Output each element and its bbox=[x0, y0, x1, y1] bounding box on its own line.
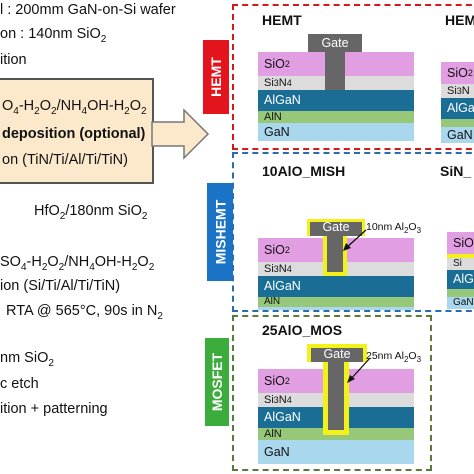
mishemt-right-aln-layer bbox=[447, 289, 474, 297]
hemt-aln-layer: AlN bbox=[258, 111, 414, 123]
mosfet-gate-electrode bbox=[307, 344, 367, 435]
step-wafer: l : 200mm GaN-on-Si wafer bbox=[0, 2, 176, 18]
gate-process-box: O4-H2O2/NH4OH-H2O2 deposition (optional)… bbox=[0, 78, 154, 184]
mosfet-gan-layer: GaN bbox=[258, 440, 414, 464]
mishemt-right-sinx-layer: Si bbox=[447, 258, 474, 270]
mishemt-right-al2o3-layer bbox=[447, 254, 474, 258]
mishemt-right-gan-layer: GaN bbox=[447, 297, 474, 309]
mishemt-gan-layer bbox=[258, 307, 414, 310]
mishemt-tag: MISHEMT bbox=[207, 183, 233, 281]
step-sio2: nm SiO2 bbox=[0, 350, 54, 369]
step-gate-metal: on (TiN/Ti/Al/Ti/TiN) bbox=[2, 152, 128, 168]
hemt-group-box bbox=[232, 4, 474, 150]
hemt-gan-layer: GaN bbox=[258, 123, 414, 141]
mishemt-gate-electrode bbox=[307, 219, 365, 276]
mosfet-annotation: 25nm Al2O3 bbox=[366, 350, 422, 365]
hemt-right-aln-layer bbox=[441, 119, 474, 127]
step-deposition-optional: deposition (optional) bbox=[2, 126, 146, 142]
hemt-gate-electrode bbox=[308, 34, 362, 90]
step-isolation: ition bbox=[0, 52, 27, 68]
mishemt-annotation-arrow-icon bbox=[343, 229, 367, 251]
mishemt-group-box bbox=[232, 152, 474, 312]
mishemt-right-algan-layer: AlGa bbox=[447, 270, 474, 289]
hemt-gate-label: Gate bbox=[321, 36, 349, 50]
step-ohmic-metal: ion (Si/Ti/Al/Ti/TiN) bbox=[0, 278, 121, 294]
step-etch: c etch bbox=[0, 376, 39, 392]
mishemt-aln-layer: AlN bbox=[258, 297, 414, 307]
hemt-title: HEMT bbox=[262, 12, 302, 28]
mosfet-tag: MOSFET bbox=[205, 338, 229, 426]
mosfet-title: 25AlO_MOS bbox=[262, 322, 343, 338]
flow-arrow-icon bbox=[151, 108, 210, 160]
step-rta: RTA @ 565°C, 90s in N2 bbox=[6, 303, 163, 322]
hemt-tag: HEMT bbox=[203, 40, 229, 114]
step-clean: O4-H2O2/NH4OH-H2O2 bbox=[2, 98, 147, 117]
hemt-right-algan-layer: AlGa bbox=[441, 98, 474, 119]
mosfet-gate-label: Gate bbox=[323, 347, 351, 361]
mosfet-annotation-arrow-icon bbox=[347, 357, 371, 383]
mishemt-title: 10AlO_MISH bbox=[262, 163, 346, 179]
step-clean-2: SO4-H2O2/NH4OH-H2O2 bbox=[0, 254, 155, 273]
mishemt-gate-label: Gate bbox=[322, 220, 350, 234]
mishemt-annotation: 10nm Al2O3 bbox=[366, 221, 422, 236]
hemt-algan-layer: AlGaN bbox=[258, 90, 414, 111]
mosfet-group-box bbox=[232, 315, 432, 471]
step-passivation: on : 140nm SiO2 bbox=[0, 26, 107, 45]
step-patterning: ition + patterning bbox=[0, 401, 108, 417]
mishemt-right-sio2-layer: SiO bbox=[447, 232, 474, 254]
hemt-right-gan-layer: GaN bbox=[441, 127, 474, 143]
hemt-title-right: HEM bbox=[445, 12, 474, 28]
mishemt-algan-layer: AlGaN bbox=[258, 276, 414, 297]
step-hfo2: HfO2/180nm SiO2 bbox=[34, 203, 148, 222]
mishemt-title-right: SiN_ bbox=[440, 163, 472, 179]
